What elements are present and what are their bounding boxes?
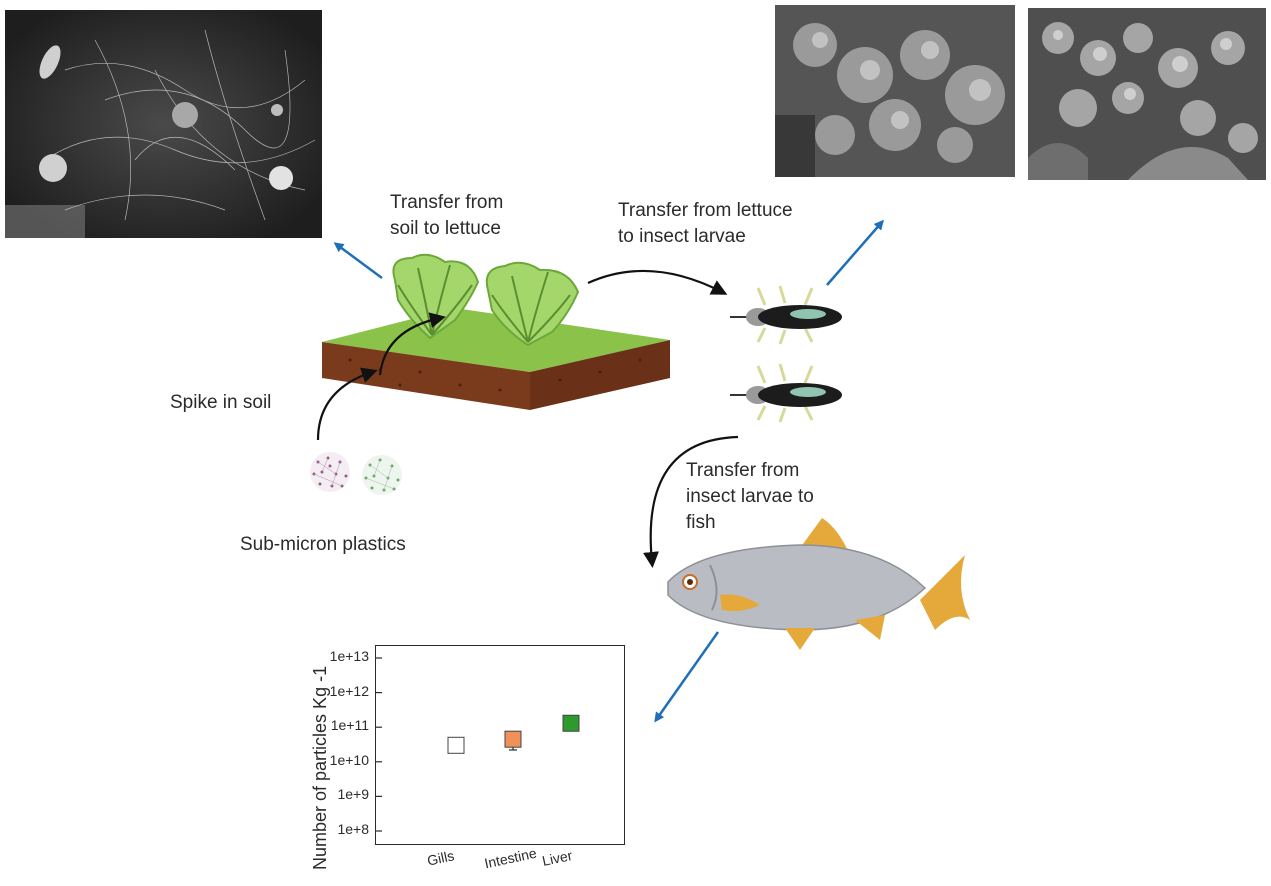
blue-arrow-to-sem-lettuce <box>333 242 383 280</box>
blue-arrow-to-sem-larvae <box>826 219 884 286</box>
chart-point-intestine <box>504 730 522 748</box>
chart-ytick-label: 1e+8 <box>337 821 369 837</box>
chart-ytick-label: 1e+12 <box>329 682 369 699</box>
sem-micrograph-larvae-2 <box>1028 8 1266 180</box>
soil-block-icon <box>322 308 670 410</box>
chart-svg <box>376 657 580 832</box>
fish-icon <box>667 518 970 650</box>
arrow-soil-to-lettuce <box>378 312 446 376</box>
chart-ytick-label: 1e+11 <box>330 717 369 734</box>
particle-cluster-icon-1 <box>310 452 350 492</box>
chart-plot-area <box>375 645 625 845</box>
arrow-spike-to-soil <box>316 367 378 441</box>
sem-micrograph-larvae-1 <box>775 5 1015 177</box>
chart-ytick-label: 1e+10 <box>329 751 369 768</box>
chart-point-gills <box>447 736 465 754</box>
lettuce-icon-2 <box>485 261 580 347</box>
larva-icon-1 <box>730 285 842 345</box>
lettuce-icon-1 <box>392 253 480 340</box>
chart-point-liver <box>562 714 580 732</box>
particle-cluster-icon-2 <box>362 455 402 495</box>
arrow-lettuce-to-larvae <box>587 269 728 295</box>
label-spike-in-soil: Spike in soil <box>170 392 272 413</box>
chart-ytick-label: 1e+13 <box>329 648 369 664</box>
chart-ytick-label: 1e+9 <box>337 786 369 803</box>
larva-icon-2 <box>730 363 842 423</box>
sem-micrograph-lettuce <box>5 10 322 238</box>
arrow-larvae-to-fish <box>643 435 739 568</box>
blue-arrow-to-chart <box>654 631 720 723</box>
label-sub-micron-plastics: Sub-micron plastics <box>240 534 406 555</box>
